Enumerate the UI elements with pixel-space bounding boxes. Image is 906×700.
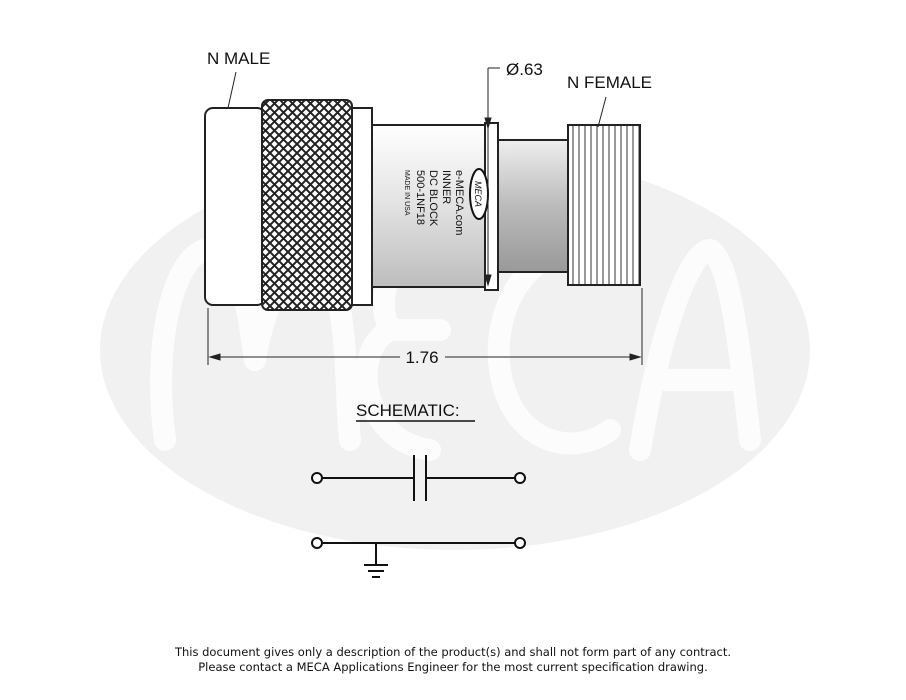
dimensions [207,67,643,365]
diameter-label: Ø.63 [506,60,543,79]
length-label: 1.76 [405,348,438,367]
body-part: 500-1NF18 [414,170,426,225]
disclaimer-line-2: Please contact a MECA Applications Engin… [198,660,708,674]
female-threads [567,124,641,286]
n-male-label: N MALE [207,49,270,68]
body-line1: INNER [440,170,452,204]
female-neck [497,139,569,273]
capacitor-symbol [311,455,526,501]
disclaimer: This document gives only a description o… [0,645,906,675]
disclaimer-line-1: This document gives only a description o… [174,645,732,659]
body-origin: MADE IN USA [403,170,410,216]
body-site: e-MECA.com [453,170,465,235]
schematic-title: SCHEMATIC: [356,401,460,420]
body-line2: DC BLOCK [427,170,439,227]
male-ring [351,107,373,306]
n-female-label: N FEMALE [567,73,652,92]
male-coupling-nut [204,107,266,306]
body-logo: MECA [473,181,483,207]
ground-symbol [311,537,526,578]
knurled-grip [261,99,353,311]
